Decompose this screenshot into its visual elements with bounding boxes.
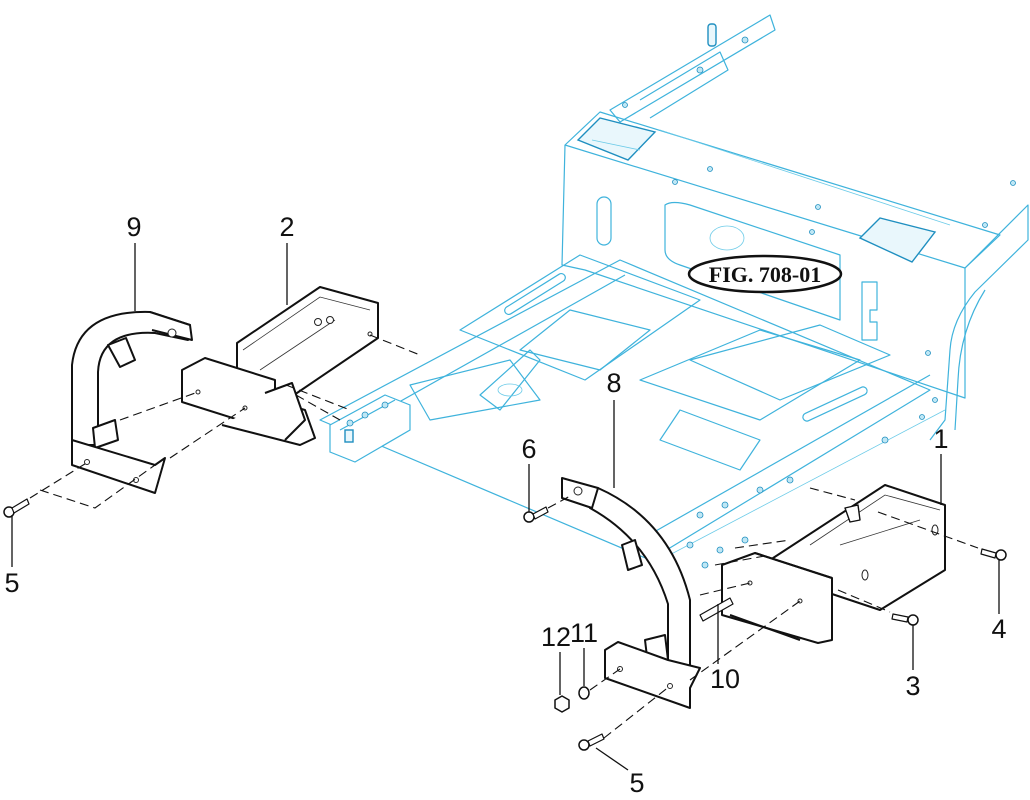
callout-8: 8 [606, 368, 622, 488]
svg-text:9: 9 [126, 212, 141, 242]
svg-text:5: 5 [4, 568, 19, 598]
callout-5-right: 5 [595, 747, 645, 798]
frame-pad-right [858, 217, 937, 263]
svg-text:12: 12 [541, 622, 571, 652]
callout-11: 11 [570, 618, 598, 686]
part-3-bolt [891, 613, 919, 626]
assembly-lines-right [547, 487, 979, 739]
svg-text:3: 3 [905, 671, 920, 701]
callout-3: 3 [905, 625, 921, 701]
figure-label-text: FIG. 708-01 [709, 262, 821, 287]
svg-text:11: 11 [570, 618, 598, 648]
frame-post [707, 23, 717, 47]
part-8-guard-bar [561, 477, 701, 709]
part-11-washer [578, 686, 590, 700]
svg-text:2: 2 [279, 212, 294, 242]
part-10-bracket-block [721, 552, 833, 644]
part-2-bracket-box [181, 286, 379, 446]
callout-4: 4 [991, 560, 1007, 644]
svg-text:5: 5 [629, 768, 644, 798]
part-5-bolt-left [3, 498, 30, 518]
part-6-bolt [523, 506, 549, 523]
assembly-lines-left [29, 334, 421, 509]
callout-2: 2 [279, 212, 295, 305]
svg-text:4: 4 [991, 614, 1006, 644]
callout-10: 10 [710, 604, 740, 694]
frame-pad-left [576, 117, 657, 161]
part-9-guard-bar [71, 310, 193, 494]
callout-5-left: 5 [4, 515, 20, 598]
svg-text:1: 1 [933, 424, 948, 454]
part-12-nut [554, 695, 570, 713]
vehicle-frame [319, 14, 1029, 569]
svg-text:8: 8 [606, 368, 621, 398]
part-10-stud [699, 597, 734, 622]
svg-text:10: 10 [710, 664, 740, 694]
part-5-bolt-right [578, 733, 605, 751]
callout-6: 6 [521, 434, 537, 512]
frame-nut [344, 429, 354, 443]
callouts: 9 2 5 8 6 1 4 3 [4, 212, 1006, 798]
callout-12: 12 [541, 622, 571, 695]
svg-text:6: 6 [521, 434, 536, 464]
part-4-bolt [980, 548, 1007, 561]
callout-1: 1 [933, 424, 949, 505]
callout-9: 9 [126, 212, 142, 311]
figure-label: FIG. 708-01 [687, 254, 843, 294]
